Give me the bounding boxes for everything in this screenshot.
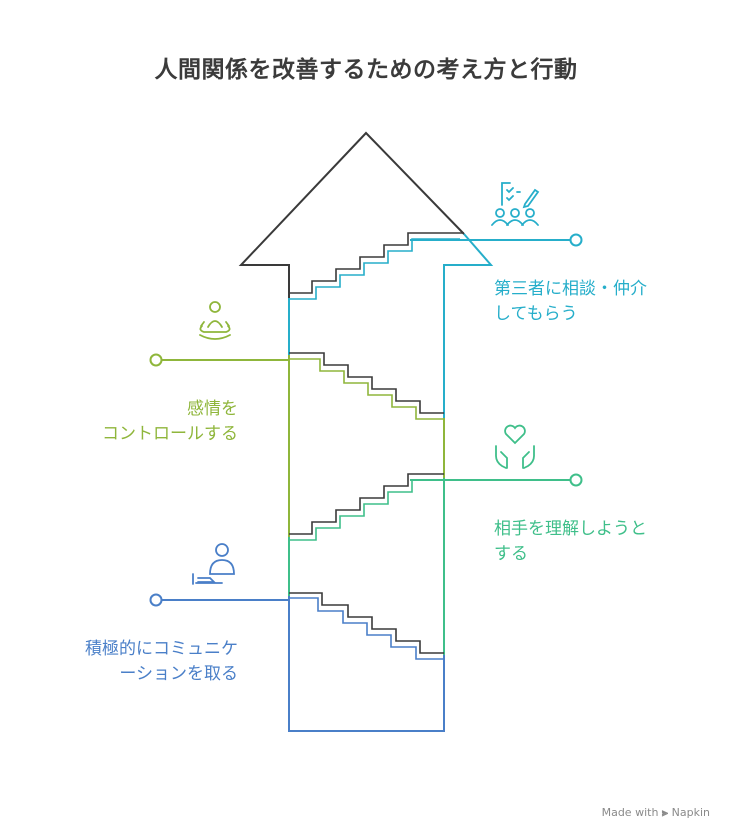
page-title: 人間関係を改善するための考え方と行動 bbox=[154, 57, 578, 83]
green-connector-dot bbox=[569, 473, 583, 487]
label-third-party: 第三者に相談・仲介 してもらう bbox=[494, 279, 647, 324]
mediation-icon bbox=[491, 182, 540, 226]
blue-connector-dot bbox=[149, 593, 163, 607]
meditation-icon bbox=[199, 301, 231, 340]
teal-connector-dot bbox=[569, 233, 583, 247]
section-third-party bbox=[288, 233, 583, 418]
label-communicate: 積極的にコミュニケ ーションを取る bbox=[85, 639, 238, 684]
blue-outline bbox=[288, 596, 445, 732]
stairs-flight-3 bbox=[289, 352, 444, 420]
stairs-flight-1 bbox=[289, 592, 444, 660]
lime-connector-dot bbox=[149, 353, 163, 367]
label-emotion: 感情を コントロールする bbox=[102, 399, 238, 444]
label-understand: 相手を理解しようと する bbox=[494, 519, 647, 564]
arrow-head bbox=[238, 131, 465, 298]
section-communicate bbox=[149, 593, 445, 732]
stairs-flight-4 bbox=[289, 232, 464, 300]
person-communicate-icon bbox=[192, 543, 235, 585]
section-emotion bbox=[149, 353, 445, 537]
heart-hands-icon bbox=[495, 424, 535, 469]
stairs-flight-2 bbox=[289, 473, 444, 541]
napkin-logo-icon: ⫸ bbox=[661, 806, 669, 819]
brand-footer: Made with ⫸ Napkin bbox=[601, 806, 710, 819]
